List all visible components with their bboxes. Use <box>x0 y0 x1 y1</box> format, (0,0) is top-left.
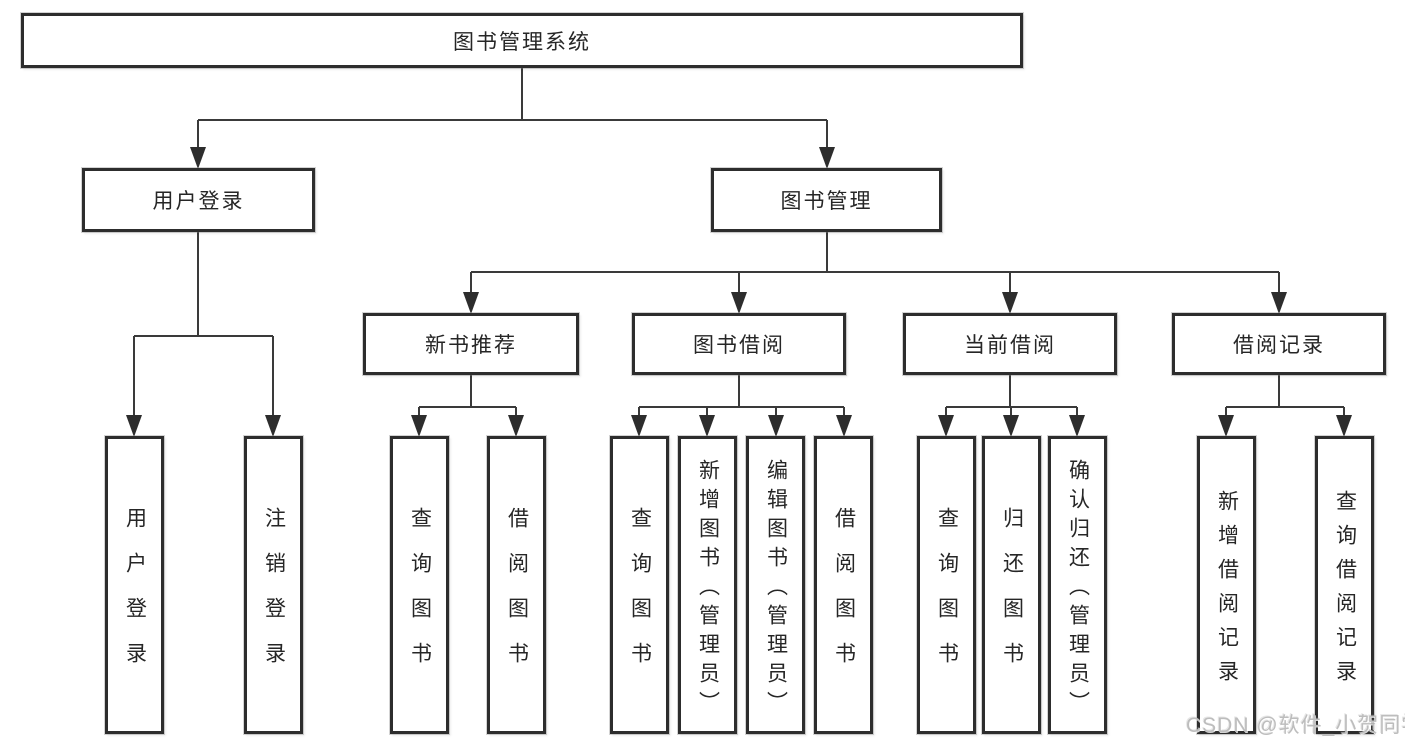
node-book-borrowing: 图书借阅 <box>632 313 846 375</box>
node-user-login: 用户登录 <box>82 168 315 232</box>
leaf-newbook-borrow-books: 借阅图书 <box>487 436 546 734</box>
leaf-add-books-admin: 新增图书（管理员） <box>678 436 737 734</box>
leaf-user-login-label: 用户登录 <box>123 507 147 687</box>
leaf-query-borrow-record: 查询借阅记录 <box>1315 436 1374 734</box>
leaf-logout: 注销登录 <box>244 436 303 734</box>
connector-bookborrow-to-leaves <box>631 375 852 437</box>
connector-root-to-level2 <box>190 68 835 169</box>
leaf-add-borrow-record-label: 新增借阅记录 <box>1215 489 1239 694</box>
leaf-return-books-label: 归还图书 <box>1000 507 1024 687</box>
node-current-borrowing: 当前借阅 <box>903 313 1117 375</box>
leaf-newbook-query-books: 查询图书 <box>390 436 449 734</box>
leaf-newbook-borrow-books-label: 借阅图书 <box>505 507 529 687</box>
connector-userlogin-to-leaves <box>126 232 281 437</box>
node-new-book-recommendation: 新书推荐 <box>363 313 579 375</box>
connector-borrowrecords-to-leaves <box>1218 375 1352 437</box>
leaf-logout-label: 注销登录 <box>262 507 286 687</box>
node-borrowing-records: 借阅记录 <box>1172 313 1386 375</box>
leaf-newbook-query-books-label: 查询图书 <box>408 507 432 687</box>
node-root-system: 图书管理系统 <box>21 13 1023 68</box>
leaf-add-books-admin-label: 新增图书（管理员） <box>696 458 720 720</box>
connector-currentborrow-to-leaves <box>938 375 1085 437</box>
leaf-current-query-books: 查询图书 <box>917 436 976 734</box>
leaf-confirm-return-admin: 确认归还（管理员） <box>1048 436 1107 734</box>
leaf-query-borrow-record-label: 查询借阅记录 <box>1333 489 1357 694</box>
connector-bookmgmt-to-level3 <box>463 232 1287 314</box>
node-book-management: 图书管理 <box>711 168 942 232</box>
leaf-edit-books-admin-label: 编辑图书（管理员） <box>764 458 788 720</box>
leaf-current-query-books-label: 查询图书 <box>935 507 959 687</box>
leaf-user-login: 用户登录 <box>105 436 164 734</box>
csdn-watermark: CSDN @软件_小贺同学 <box>1186 714 1405 737</box>
leaf-confirm-return-admin-label: 确认归还（管理员） <box>1066 458 1090 720</box>
leaf-return-books: 归还图书 <box>982 436 1041 734</box>
leaf-add-borrow-record: 新增借阅记录 <box>1197 436 1256 734</box>
leaf-borrow-borrow-books: 借阅图书 <box>814 436 873 734</box>
leaf-borrow-query-books: 查询图书 <box>610 436 669 734</box>
leaf-borrow-query-books-label: 查询图书 <box>628 507 652 687</box>
leaf-edit-books-admin: 编辑图书（管理员） <box>746 436 805 734</box>
leaf-borrow-borrow-books-label: 借阅图书 <box>832 507 856 687</box>
connector-newbook-to-leaves <box>411 375 524 437</box>
